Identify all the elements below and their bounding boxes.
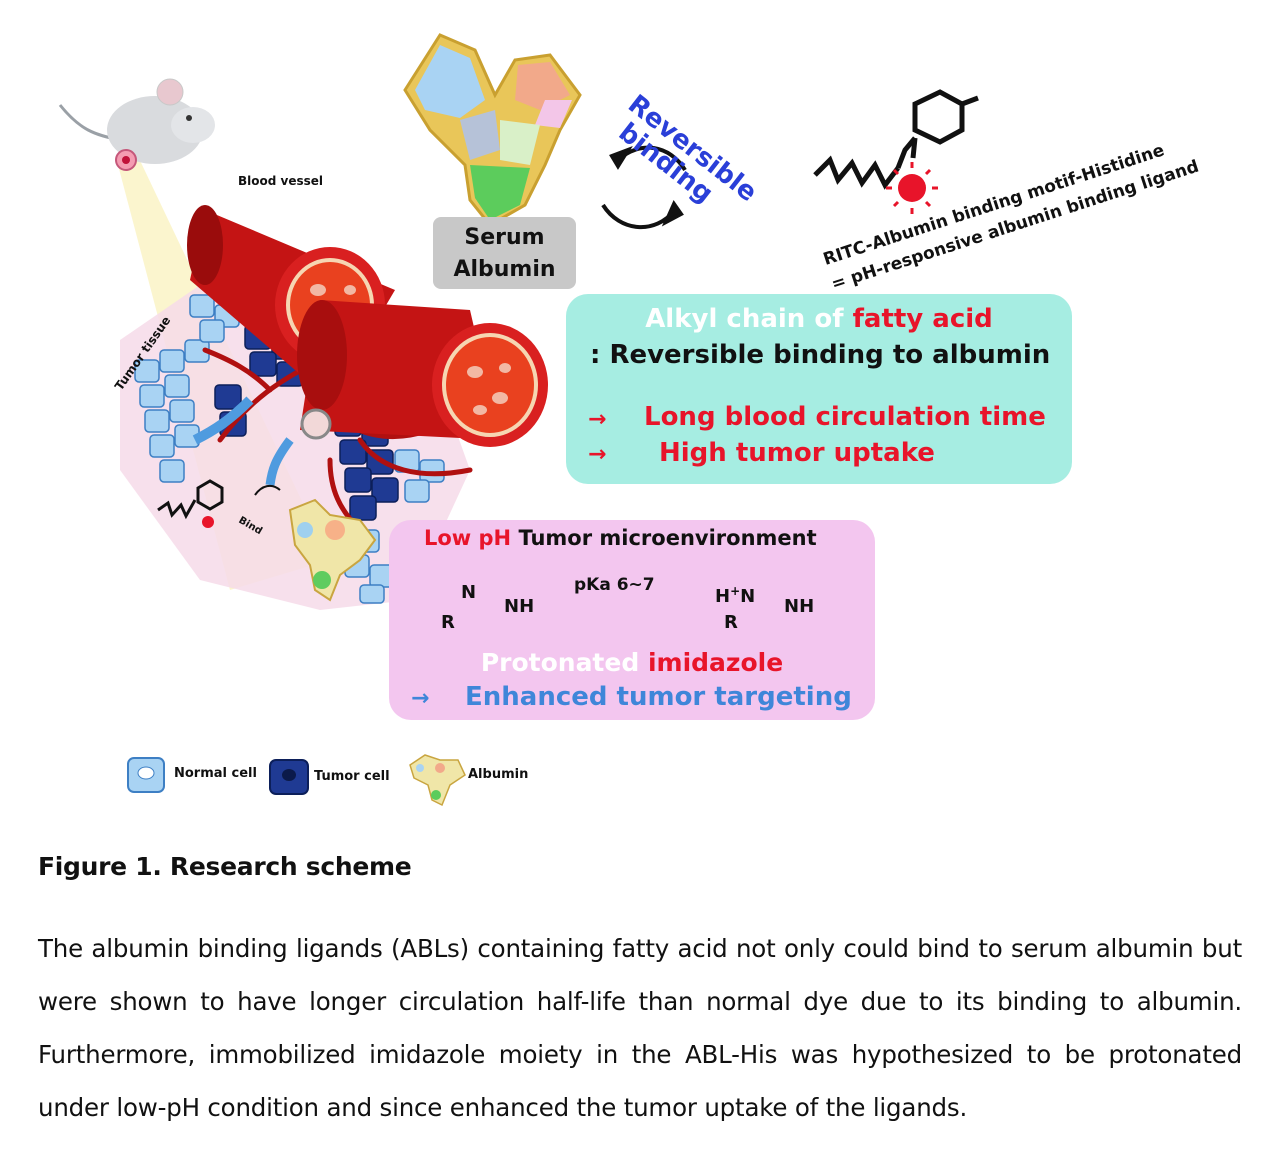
legend-tumor-cell-label: Tumor cell	[314, 769, 390, 784]
imidazole-left-r: R	[441, 612, 455, 633]
blood-vessel-label: Blood vessel	[238, 174, 323, 188]
high-uptake-text: High tumor uptake	[659, 438, 935, 468]
fatty-acid-title: Alkyl chain of fatty acid	[566, 304, 1072, 334]
protonated-imidazole-text: Protonated imidazole	[389, 648, 875, 677]
research-scheme-figure: Reversible binding Serum Albumin RITC-Al…	[0, 0, 1280, 830]
figure-caption-title: Figure 1. Research scheme	[38, 852, 411, 881]
long-circulation-text: Long blood circulation time	[644, 402, 1046, 432]
pka-label: pKa 6~7	[574, 575, 655, 595]
low-ph-info-box: Low pH Tumor microenvironment pKa 6~7 N …	[389, 520, 875, 720]
arrow-icon: →	[588, 442, 606, 467]
legend-normal-cell-label: Normal cell	[174, 766, 257, 781]
imidazole-left-nh: NH	[504, 596, 534, 617]
imidazole-right-h: H+N	[715, 584, 755, 607]
legend-albumin-icon	[410, 755, 465, 805]
imidazole-right-nh: NH	[784, 596, 814, 617]
legend-tumor-cell-icon	[270, 760, 308, 794]
figure-caption-body: The albumin binding ligands (ABLs) conta…	[38, 922, 1242, 1134]
imidazole-left-n: N	[461, 582, 476, 603]
low-ph-title: Low pH Tumor microenvironment	[424, 526, 817, 550]
arrow-icon: →	[588, 407, 606, 432]
reversible-binding-text: : Reversible binding to albumin	[590, 340, 1050, 370]
serum-albumin-label: Serum Albumin	[433, 222, 576, 286]
serum-albumin-icon	[405, 35, 580, 225]
legend-normal-cell-icon	[128, 758, 164, 792]
fatty-acid-info-box: Alkyl chain of fatty acid : Reversible b…	[566, 294, 1072, 484]
legend-albumin-label: Albumin	[468, 767, 528, 782]
mouse-icon	[60, 79, 215, 170]
imidazole-right-r: R	[724, 612, 738, 633]
blood-vessel-2	[297, 300, 548, 447]
arrow-icon: →	[411, 686, 429, 711]
enhanced-targeting-text: Enhanced tumor targeting	[465, 682, 852, 712]
